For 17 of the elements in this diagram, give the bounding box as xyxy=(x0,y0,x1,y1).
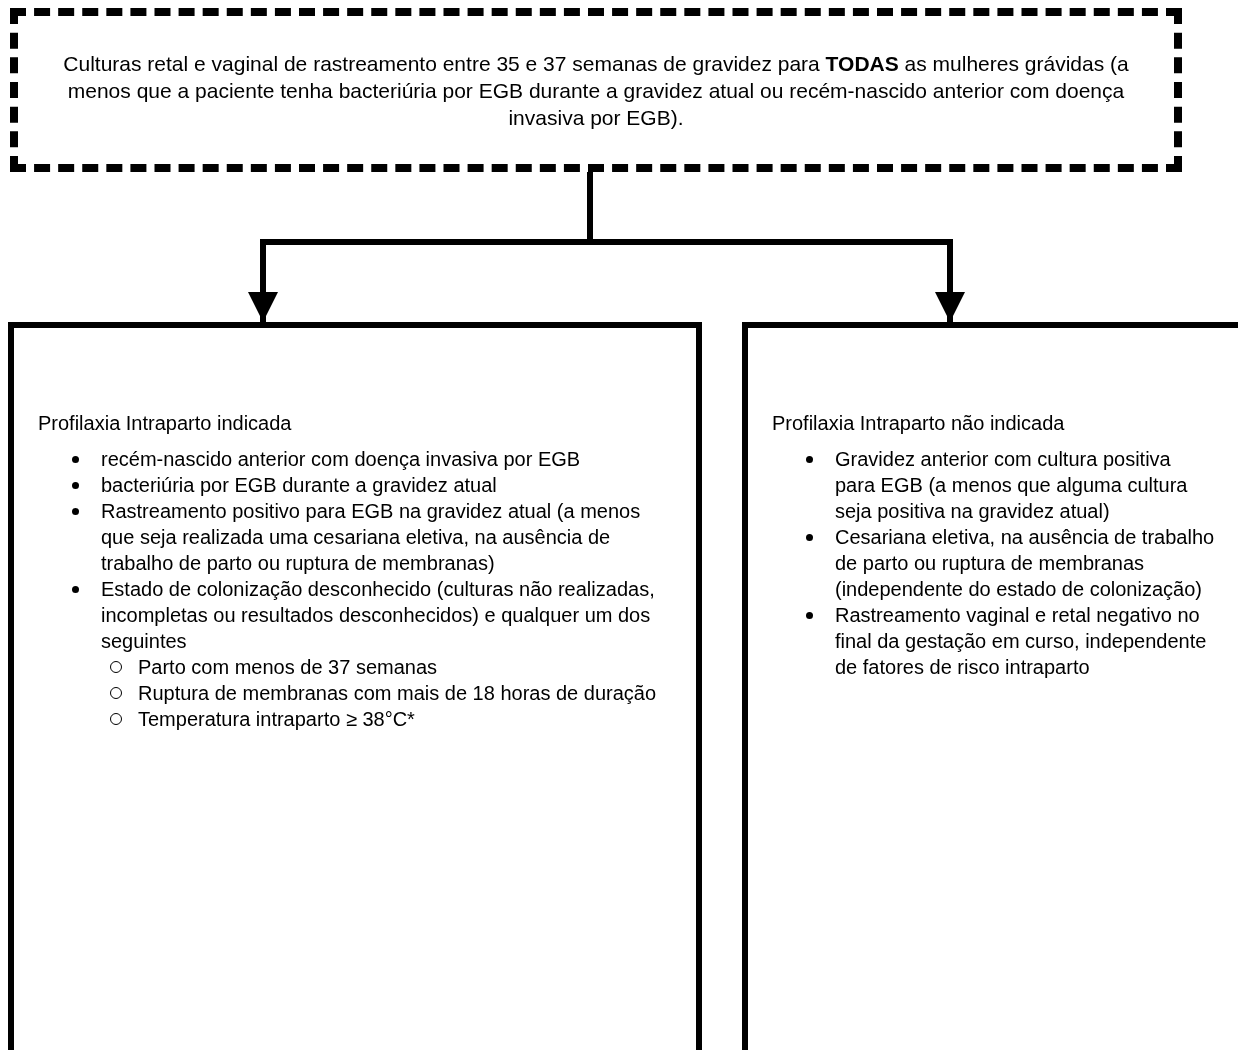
arrow xyxy=(587,172,965,322)
bullet-text: bacteriúria por EGB durante a gravidez atual xyxy=(101,473,497,498)
bullet-text: Cesariana eletiva, na ausência de trabalho de parto ou ruptura de membranas (independente do estado de colonização) xyxy=(835,525,1216,602)
box-heading: Profilaxia Intraparto não indicada xyxy=(772,411,1066,436)
bullet-text: Gravidez anterior com cultura positiva para EGB (a menos que alguma cultura seja positiva na gravidez atual) xyxy=(835,447,1189,524)
bullet-text: Parto com menos de 37 semanas xyxy=(138,655,438,680)
dashed-box xyxy=(10,8,1182,172)
outcome-box xyxy=(742,322,1238,1050)
bullet-text: Rastreamento vaginal e retal negativo no final da gestação em curso, independente de fatores de risco intraparto xyxy=(835,603,1208,680)
outcome-box xyxy=(8,322,702,1050)
bullet-text: recém-nascido anterior com doença invasiva por EGB xyxy=(101,447,581,472)
box-text: Culturas retal e vaginal de rastreamento entre 35 e 37 semanas de gravidez para TODAS as mulheres grávidas (a menos que a paciente tenha bacteriúria por EGB durante a gravidez atual ou recém-nascido anterior com doença invasiva por EGB). xyxy=(62,50,1130,131)
bullet-text: Temperatura intraparto ≥ 38°C* xyxy=(138,707,415,732)
box-heading: Profilaxia Intraparto indicada xyxy=(38,411,293,436)
bullet-text: Rastreamento positivo para EGB na gravidez atual (a menos que seja realizada uma cesariana eletiva, na ausência de trabalho de parto ou ruptura de membranas) xyxy=(101,499,642,576)
bullet-text: Estado de colonização desconhecido (culturas não realizadas, incompletas ou resultados desconhecidos) e qualquer um dos seguintes xyxy=(101,577,656,654)
bullet-text: Ruptura de membranas com mais de 18 horas de duração xyxy=(138,681,657,706)
